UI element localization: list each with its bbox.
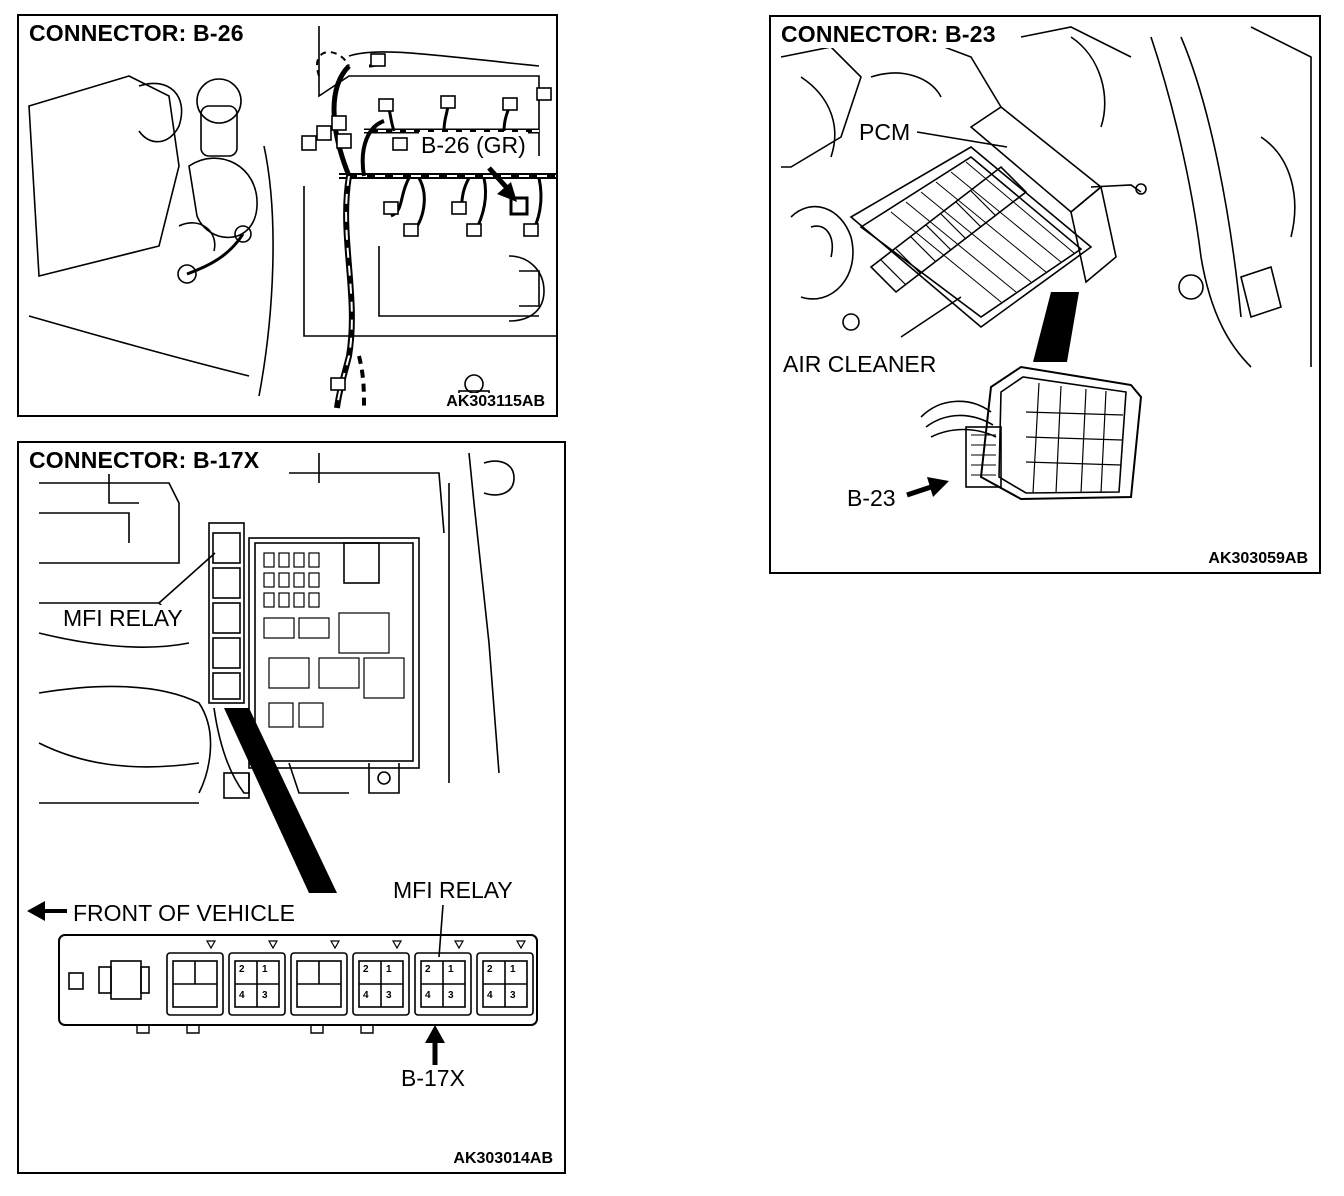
pin-number: 4 <box>425 990 431 1001</box>
connector-label-b23: B-23 <box>845 485 898 511</box>
pin-number: 1 <box>386 964 392 975</box>
pin-number: 2 <box>363 964 369 975</box>
air-cleaner-label: AIR CLEANER <box>781 351 939 377</box>
figure-code: AK303115AB <box>443 393 548 411</box>
figure-code: AK303014AB <box>450 1150 556 1168</box>
panel-connector-b23: CONNECTOR: B-23 PCM AIR CLEANER B-23 AK3… <box>769 15 1321 574</box>
panel-connector-b17x: CONNECTOR: B-17X MFI RELAY FRONT OF VEHI… <box>17 441 566 1174</box>
pin-number: 2 <box>487 964 493 975</box>
pin-number: 4 <box>239 990 245 1001</box>
mfi-relay-label-top: MFI RELAY <box>61 605 185 631</box>
pin-number: 2 <box>239 964 245 975</box>
panel-title: CONNECTOR: B-17X <box>25 447 264 474</box>
pin-number: 4 <box>487 990 493 1001</box>
b17x-relay-box-illustration <box>27 452 538 1065</box>
panel-connector-b26: CONNECTOR: B-26 B-26 (GR) AK303115AB <box>17 14 558 417</box>
mfi-relay-label-detail: MFI RELAY <box>391 877 515 903</box>
pin-number: 2 <box>425 964 431 975</box>
panel-title: CONNECTOR: B-23 <box>777 21 1000 48</box>
pcm-label: PCM <box>857 119 913 145</box>
pin-number: 3 <box>510 990 516 1001</box>
pin-number: 1 <box>262 964 268 975</box>
arrow-right-icon <box>487 166 517 202</box>
pin-number: 4 <box>363 990 369 1001</box>
b23-pcm-illustration <box>780 26 1312 501</box>
arrow-up-icon <box>425 1025 445 1065</box>
connector-label-b17x: B-17X <box>399 1065 467 1091</box>
connector-label-b26: B-26 (GR) <box>419 132 528 158</box>
pin-number: 3 <box>386 990 392 1001</box>
panel-title: CONNECTOR: B-26 <box>25 20 248 47</box>
pin-number: 3 <box>262 990 268 1001</box>
figure-code: AK303059AB <box>1205 550 1311 568</box>
arrow-right-icon <box>906 477 949 498</box>
arrow-left-icon <box>27 901 67 921</box>
front-of-vehicle-label: FRONT OF VEHICLE <box>71 900 297 926</box>
pin-number: 1 <box>510 964 516 975</box>
pin-number: 1 <box>448 964 454 975</box>
b26-engine-illustration <box>28 26 556 409</box>
pin-number: 3 <box>448 990 454 1001</box>
